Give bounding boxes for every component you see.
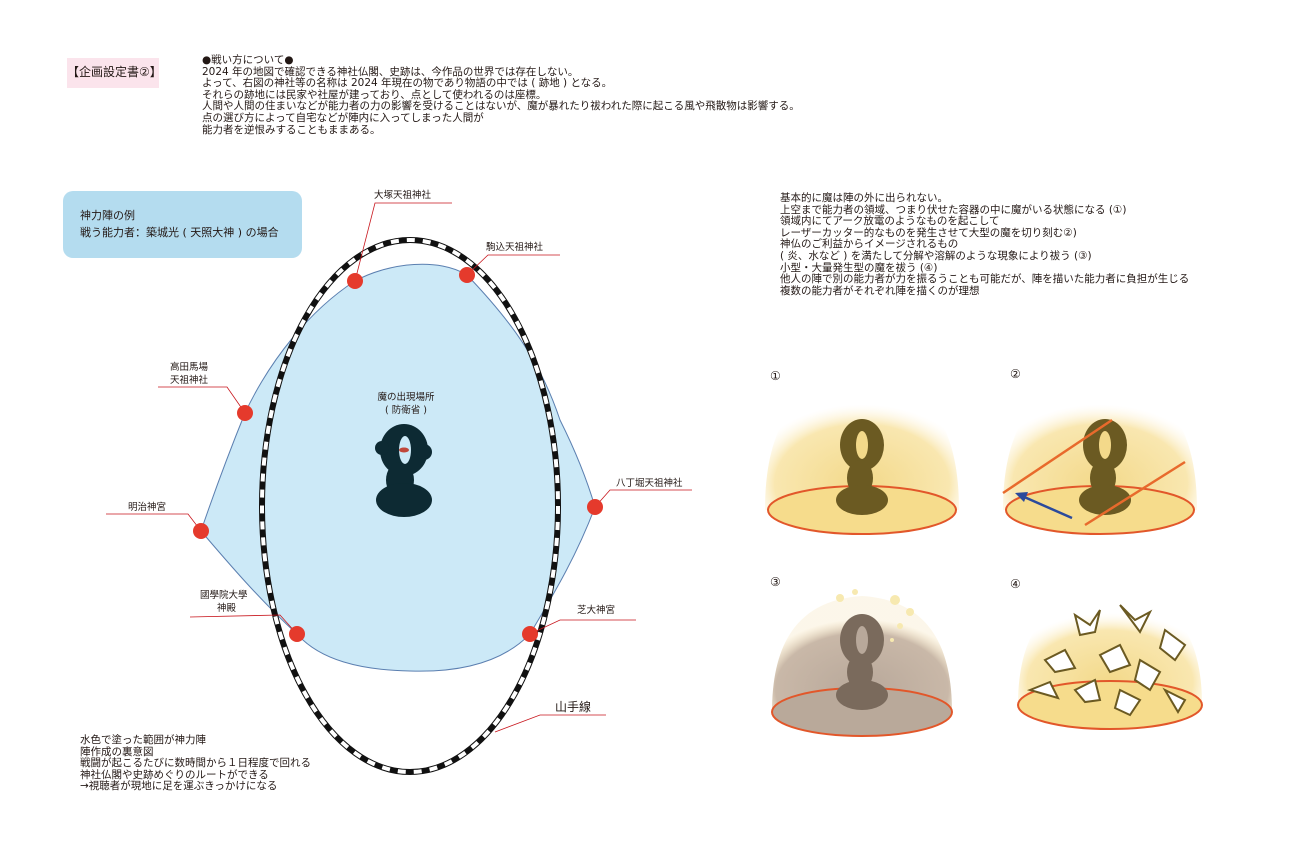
label-hatchobori: 八丁堀天祖神社 — [616, 477, 683, 489]
line: 能力者を逆恨みすることもままある。 — [202, 123, 381, 136]
line: 神社仏閣や史跡めぐりのルートができる — [80, 768, 269, 781]
line: 小型・大量発生型の魔を祓う (④) — [780, 261, 938, 274]
point-hatchobori — [587, 499, 603, 515]
point-kokugakuin — [289, 626, 305, 642]
point-otsuka — [347, 273, 363, 289]
label-komagome: 駒込天祖神社 — [486, 241, 544, 253]
center-sub: ( 防衛省 ) — [385, 404, 427, 416]
example-subtitle: 戦う能力者：築城光 ( 天照大神 ) の場合 — [80, 226, 279, 239]
panel-number: ① — [770, 369, 781, 383]
line: 2024 年の地図で確認できる神社仏閣、史跡は、今作品の世界では存在しない。 — [202, 65, 579, 78]
yamanote-line — [259, 237, 561, 775]
panel-number: ③ — [770, 575, 781, 589]
line: →視聴者が現地に足を運ぶきっかけになる — [80, 780, 278, 793]
monster-icon — [375, 424, 432, 517]
line: 基本的に魔は陣の外に出られない。 — [780, 192, 948, 204]
point-komagome — [459, 267, 475, 283]
line: 人間や人間の住まいなどが能力者の力の影響を受けることはないが、魔が暴れたり祓われ… — [202, 100, 800, 113]
label-yamanote: 山手線 — [555, 699, 591, 714]
line: 複数の能力者がそれぞれ陣を描くのが理想 — [780, 284, 980, 297]
line: 水色で塗った範囲が神力陣 — [80, 734, 206, 746]
label-otsuka: 大塚天祖神社 — [374, 189, 432, 201]
label-takadanobaba-2: 天祖神社 — [170, 374, 209, 386]
label-takadanobaba: 高田馬場 — [170, 361, 209, 373]
panel-number: ④ — [1010, 577, 1021, 591]
line: 神仏のご利益からイメージされるもの — [780, 238, 959, 251]
label-shiba: 芝大神宮 — [577, 604, 615, 616]
panel-2: ② — [1002, 367, 1197, 535]
line: 領域内にてアーク放電のようなものを起こして — [780, 215, 1000, 228]
battle-description: ●戦い方について● 2024 年の地図で確認できる神社仏閣、史跡は、今作品の世界… — [202, 54, 800, 136]
line: 他人の陣で別の能力者が力を振るうことも可能だが、陣を描いた能力者に負担が生じる — [780, 273, 1190, 286]
point-shiba — [522, 626, 538, 642]
line: 上空まで能力者の領域、つまり伏せた容器の中に魔がいる状態になる (①) — [780, 203, 1127, 216]
panel-1: ① — [765, 369, 959, 535]
line: レーザーカッター的なものを発生させて大型の魔を切り刻む②) — [780, 226, 1077, 239]
point-meiji — [193, 523, 209, 539]
intent-notes: 水色で塗った範囲が神力陣 陣作成の裏意図 戦闘が起こるたびに数時間から１日程度で… — [80, 734, 311, 793]
line: それらの跡地には民家や社屋が建っており、点として使われるのは座標。 — [202, 88, 547, 101]
line: ( 炎、水など ) を満たして分解や溶解のような現象により祓う (③) — [780, 249, 1092, 262]
label-kokugakuin: 國學院大學 — [200, 589, 248, 601]
line: ●戦い方について● — [202, 54, 294, 66]
label-meiji: 明治神宮 — [128, 501, 166, 513]
line: 点の選び方によって自宅などが陣内に入ってしまった人間が — [202, 111, 484, 124]
example-title: 神力陣の例 — [80, 209, 135, 222]
line: 戦闘が起こるたびに数時間から１日程度で回れる — [80, 757, 311, 770]
panel-number: ② — [1010, 367, 1021, 381]
shrine-points — [193, 267, 603, 642]
point-takadanobaba — [237, 405, 253, 421]
center-label: 魔の出現場所 — [377, 391, 435, 403]
line: 陣作成の裏意図 — [80, 745, 154, 758]
label-kokugakuin-2: 神殿 — [217, 602, 237, 614]
mechanics-notes: 基本的に魔は陣の外に出られない。 上空まで能力者の領域、つまり伏せた容器の中に魔… — [780, 192, 1190, 297]
panel-3: ③ — [770, 575, 953, 737]
panel-4: ④ — [1010, 577, 1203, 730]
document-tag: 【企画設定書②】 — [67, 58, 162, 88]
example-box: 神力陣の例 戦う能力者：築城光 ( 天照大神 ) の場合 — [63, 191, 302, 258]
line: よって、右図の神社等の名称は 2024 年現在の物であり物語の中では ( 跡地 … — [202, 77, 613, 90]
